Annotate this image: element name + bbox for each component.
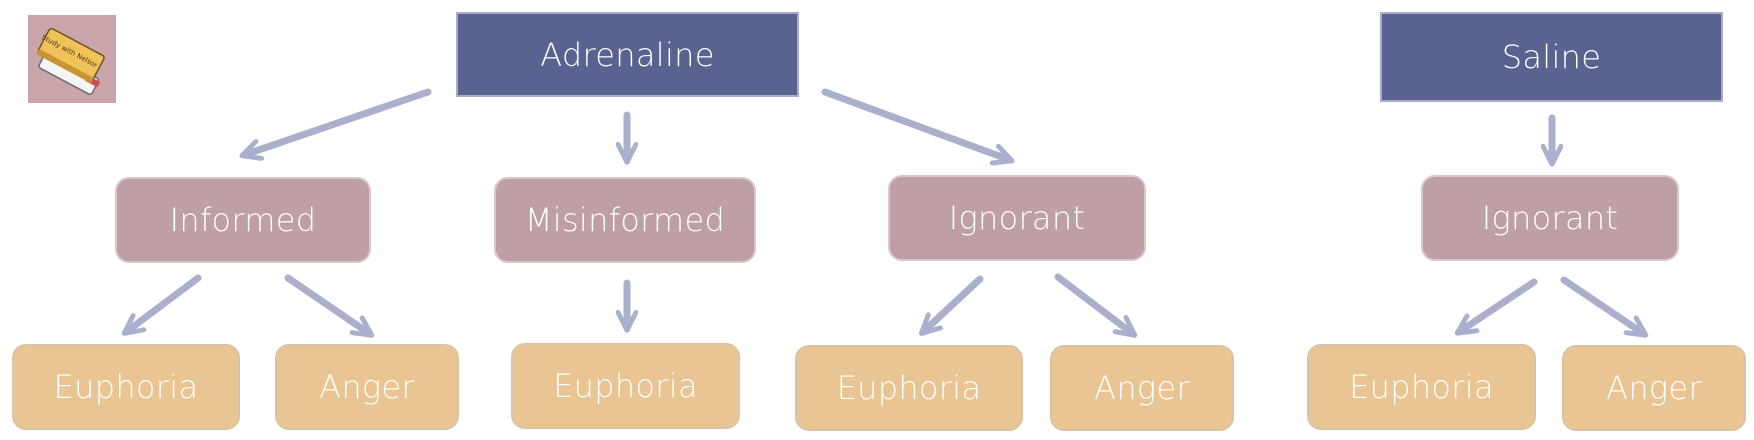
arrow-ignorant-euphoria — [923, 275, 984, 332]
adrenaline-node: Adrenaline — [456, 12, 799, 97]
arrow-saline-ignorant-anger — [1560, 276, 1644, 334]
arrow-saline-ignorant-euphoria — [1459, 278, 1538, 332]
arrow-ignorant-anger — [1054, 273, 1133, 334]
ignorant-euphoria-node: Euphoria — [795, 345, 1023, 431]
misinformed-node: Misinformed — [494, 177, 756, 263]
saline-node: Saline — [1380, 12, 1723, 102]
arrow-informed-euphoria — [126, 274, 202, 332]
ignorant-anger-node: Anger — [1050, 345, 1234, 431]
saline-ignorant-anger-node: Anger — [1562, 345, 1746, 431]
saline-ignorant-euphoria-node: Euphoria — [1307, 344, 1536, 430]
informed-node: Informed — [115, 177, 371, 263]
saline-ignorant-node: Ignorant — [1421, 175, 1679, 261]
informed-euphoria-node: Euphoria — [12, 344, 240, 430]
arrow-adrenaline-informed — [244, 88, 432, 155]
arrow-adrenaline-ignorant — [821, 88, 1010, 160]
arrow-informed-anger — [284, 274, 370, 334]
books-logo-icon: Study with Nelsor — [28, 15, 116, 103]
ignorant-node: Ignorant — [888, 175, 1146, 261]
misinformed-euphoria-node: Euphoria — [511, 343, 740, 429]
informed-anger-node: Anger — [275, 344, 459, 430]
